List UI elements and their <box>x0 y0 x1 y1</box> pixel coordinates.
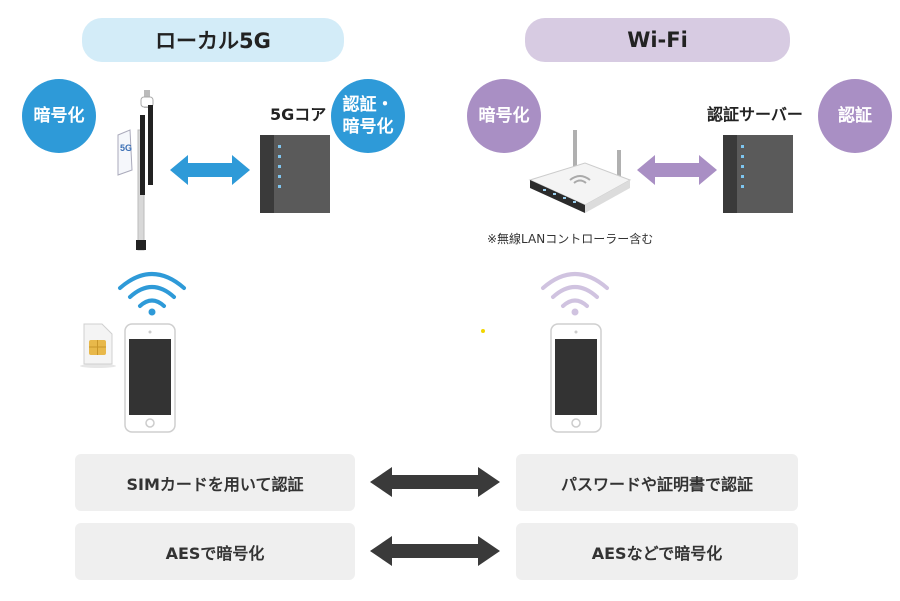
wifi-auth-text: 認証 <box>838 106 872 126</box>
wifi-encryption-method-text: AESなどで暗号化 <box>591 543 723 563</box>
local5g-auth-method-box: SIMカードを用いて認証 <box>75 454 355 511</box>
5g-core-server-icon <box>260 135 330 213</box>
router-note: ※無線LANコントローラー含む <box>487 232 654 246</box>
wifi-router-icon <box>528 130 632 213</box>
encryption-comparison-arrow <box>370 536 500 566</box>
auth-server-label: 認証サーバー <box>707 105 803 124</box>
local5g-encryption-method-text: AESで暗号化 <box>165 543 265 563</box>
wifi-auth-circle: 認証 <box>818 79 892 153</box>
local5g-phone-icon <box>124 323 176 433</box>
local5g-connection-arrow <box>170 155 250 185</box>
wifi-signal-icon <box>541 272 609 316</box>
wifi-auth-method-box: パスワードや証明書で認証 <box>516 454 798 511</box>
decorative-dot <box>481 329 485 333</box>
local5g-encryption-method-box: AESで暗号化 <box>75 523 355 580</box>
sim-card-icon <box>80 323 116 368</box>
wifi-connection-arrow <box>637 155 717 185</box>
wifi-header-text: Wi-Fi <box>627 28 688 52</box>
local5g-auth-line2: 暗号化 <box>342 117 394 137</box>
local5g-header-text: ローカル5G <box>155 29 271 53</box>
antenna-icon: 5G <box>117 90 154 251</box>
local5g-encrypt-text: 暗号化 <box>33 106 85 126</box>
wifi-header: Wi-Fi <box>525 18 790 62</box>
local5g-auth-circle: 認証・ 暗号化 <box>331 79 405 153</box>
wifi-auth-method-text: パスワードや証明書で認証 <box>560 474 753 494</box>
wifi-phone-icon <box>550 323 602 433</box>
local5g-auth-method-text: SIMカードを用いて認証 <box>126 474 304 494</box>
wifi-encrypt-circle: 暗号化 <box>467 79 541 153</box>
wifi-encrypt-text: 暗号化 <box>478 106 530 126</box>
auth-comparison-arrow <box>370 467 500 497</box>
local5g-encrypt-circle: 暗号化 <box>22 79 96 153</box>
auth-server-icon <box>723 135 793 213</box>
local5g-header: ローカル5G <box>82 18 344 62</box>
wifi-encryption-method-box: AESなどで暗号化 <box>516 523 798 580</box>
5g-core-label: 5Gコア <box>270 105 327 124</box>
local5g-auth-line1: 認証・ <box>342 95 394 115</box>
local5g-signal-icon <box>118 272 186 316</box>
antenna-tag-text: 5G <box>120 143 132 153</box>
